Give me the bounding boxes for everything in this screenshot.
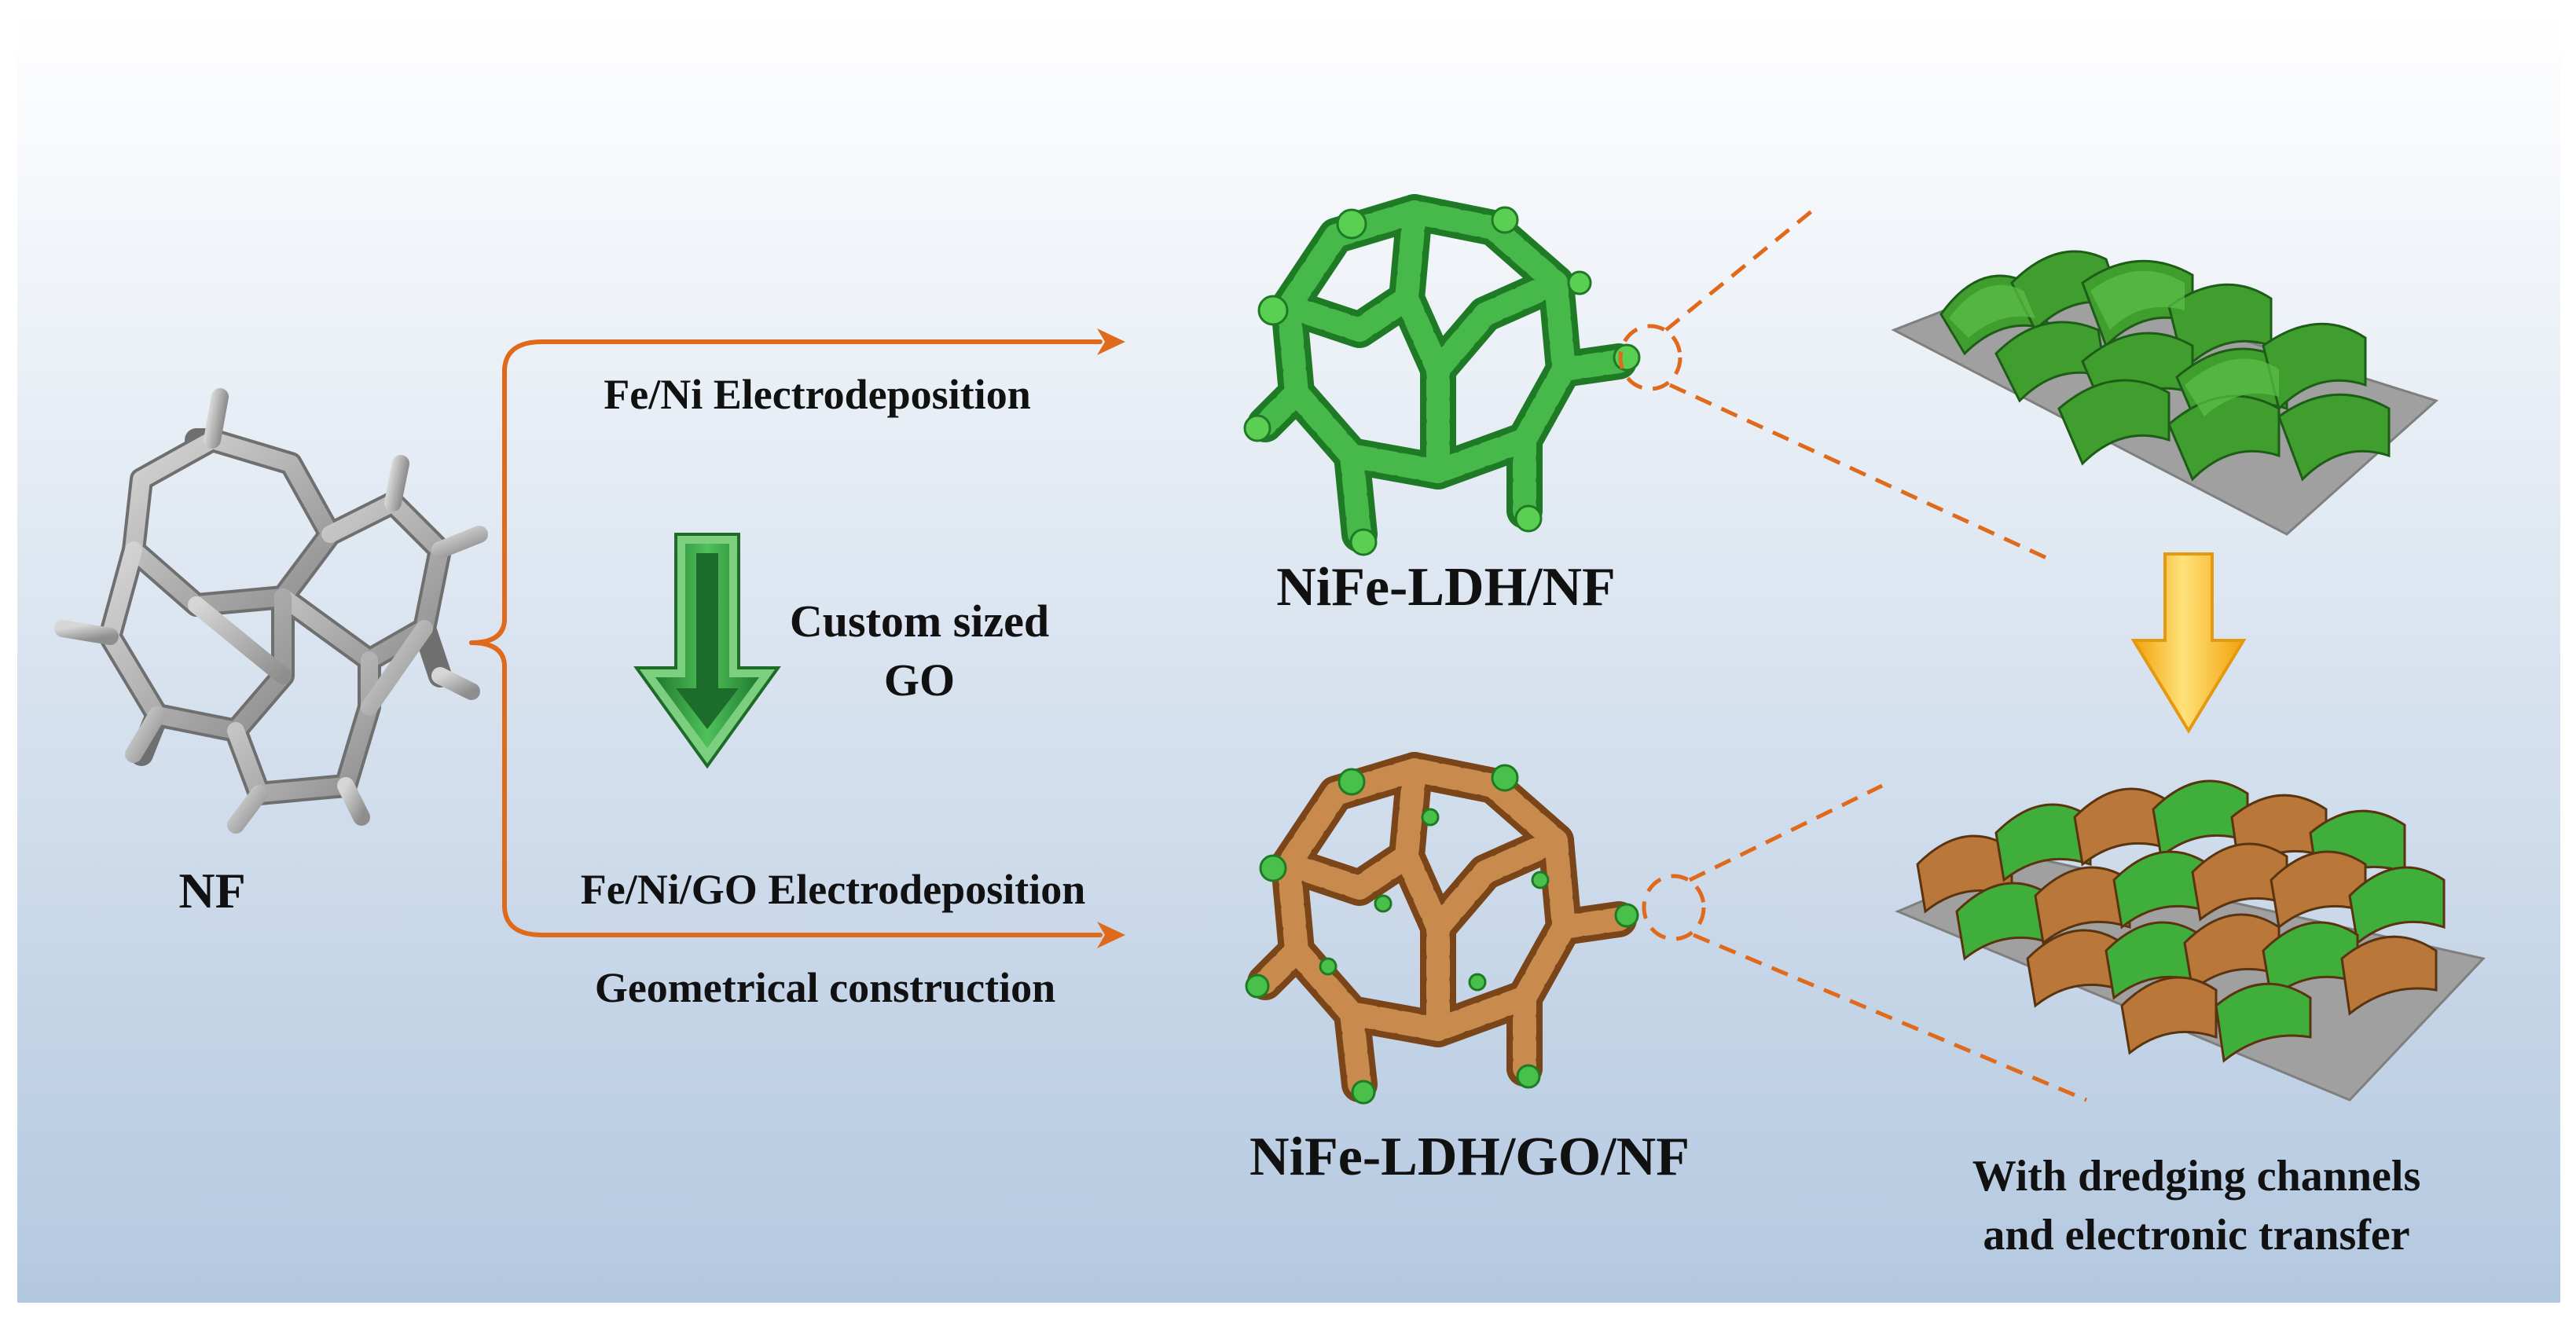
zoom-ellipse-bottom (1642, 874, 1706, 941)
product-top-label: NiFe-LDH/NF (1276, 557, 1616, 618)
route-bottom-note: Geometrical construction (595, 964, 1055, 1011)
ldh-go-sheets-substrate-icon (1895, 779, 2486, 1102)
yellow-down-arrow (2130, 552, 2247, 734)
nife-ldh-nf-foam-icon (1243, 194, 1641, 556)
zoom-ellipse-top (1618, 324, 1682, 391)
green-down-arrow (633, 533, 781, 769)
ldh-sheets-substrate-icon (1891, 250, 2438, 536)
zoom-guides (1618, 207, 2087, 1102)
route-top-label: Fe/Ni Electrodeposition (604, 371, 1030, 418)
result-label-line1: With dredging channels (1972, 1152, 2421, 1201)
go-step-label-line2: GO (884, 654, 955, 706)
go-step-label-line1: Custom sized (790, 596, 1049, 647)
arrowhead-top (1097, 328, 1125, 355)
route-bottom-label: Fe/Ni/GO Electrodeposition (581, 866, 1085, 913)
arrowhead-bottom (1097, 922, 1125, 948)
route-brace-connector (469, 339, 1103, 937)
nf-label: NF (178, 863, 245, 918)
nife-ldh-go-nf-foam-icon (1245, 752, 1639, 1105)
connector-arrowheads (1097, 328, 1125, 948)
result-label-line2: and electronic transfer (1983, 1211, 2409, 1260)
product-bottom-label: NiFe-LDH/GO/NF (1249, 1127, 1690, 1187)
nf-foam-icon (54, 388, 488, 834)
